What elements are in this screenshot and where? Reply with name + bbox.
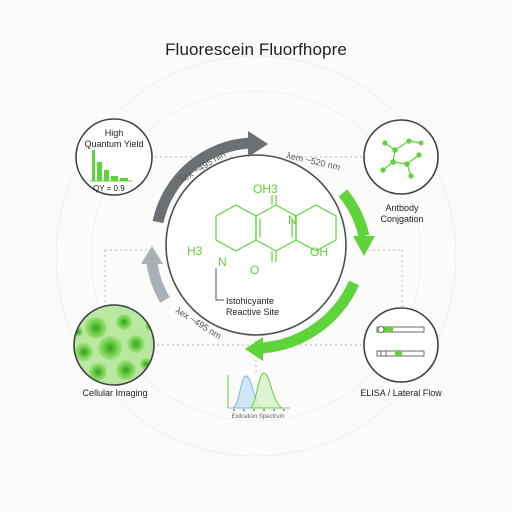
elisa-label: ELISA / Lateral Flow bbox=[360, 388, 442, 398]
molecule-oh-right: OH bbox=[310, 245, 328, 259]
cycle-arrow-top-right bbox=[338, 189, 375, 256]
molecule-bottom-o: O bbox=[250, 263, 259, 277]
antibody-label-line1: Antbody bbox=[385, 203, 419, 213]
callout-line bbox=[215, 268, 224, 301]
spectrum-label: Exilcation Spectrum bbox=[231, 414, 285, 420]
antibody-circle bbox=[363, 119, 439, 195]
background-ring-inner bbox=[90, 90, 422, 422]
reactive-site-label: Istohicyante Reactive Site bbox=[226, 296, 279, 318]
quantum-yield-title-line1: High bbox=[104, 128, 124, 138]
reactive-site-line2: Reactive Site bbox=[226, 307, 280, 317]
reactive-site-line1: Istohicyante bbox=[226, 296, 275, 306]
molecule-n-left: N bbox=[218, 255, 227, 269]
elisa-circle bbox=[363, 307, 439, 383]
quantum-yield-title: High Quantum Yield bbox=[80, 128, 148, 150]
quantum-yield-title-line2: Quantum Yield bbox=[84, 139, 144, 149]
spectrum-chart bbox=[227, 372, 290, 411]
cellular-imaging-label: Cellular Imaging bbox=[82, 388, 148, 398]
lateral-flow-strip-icon bbox=[376, 326, 425, 357]
molecule-structure bbox=[215, 195, 337, 262]
cycle-arrow-top-left bbox=[152, 131, 268, 224]
cycle-arrow-bottom-left bbox=[141, 246, 170, 303]
quantum-yield-bars bbox=[90, 150, 132, 182]
antibody-label: Antbody Conjgation bbox=[366, 203, 438, 225]
molecule-left-group: H3 bbox=[187, 244, 203, 258]
background-ring-outer bbox=[55, 55, 457, 457]
emission-peak bbox=[249, 372, 284, 409]
page-title: Fluorescein Fluorfhopre bbox=[165, 40, 347, 59]
antibody-network-icon bbox=[380, 138, 424, 179]
center-circle bbox=[165, 154, 347, 336]
cycle-arrow-bottom-right bbox=[245, 280, 360, 361]
ring-right bbox=[295, 204, 337, 252]
antibody-label-line2: Conjgation bbox=[380, 214, 424, 224]
molecule-n-right: N bbox=[288, 213, 297, 227]
quantum-yield-value: QY = 0.9 bbox=[93, 184, 125, 193]
molecule-top-group: OH3 bbox=[253, 182, 278, 196]
dotted-connectors bbox=[104, 156, 403, 372]
